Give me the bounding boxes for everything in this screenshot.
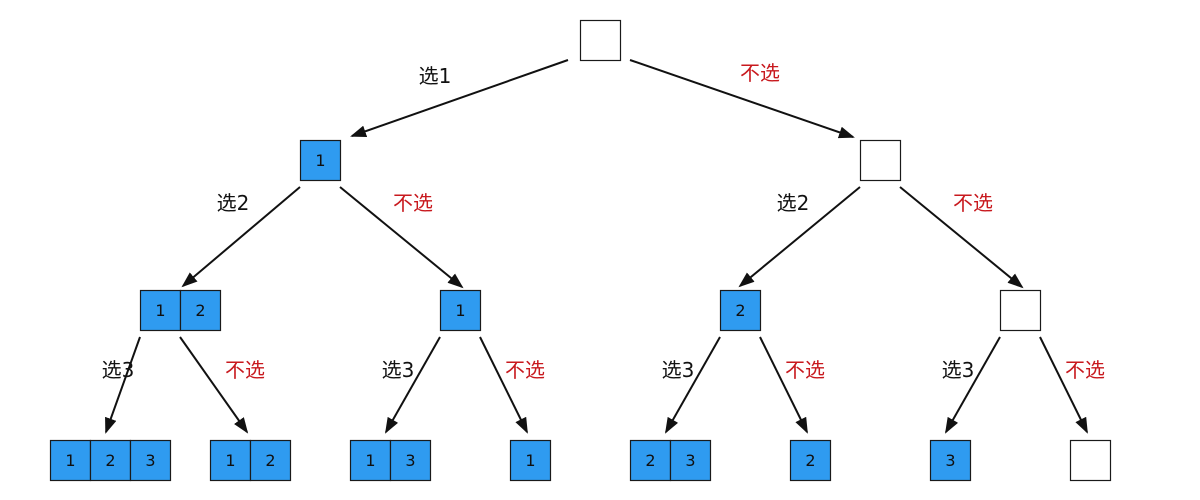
skip-label: 不选 [785,358,825,382]
cell-value: 1 [315,151,325,170]
choose-arrow [350,59,569,138]
skip-arrow [759,336,808,434]
skip-arrow [339,186,464,289]
skip-label: 不选 [393,191,433,215]
filled-cell [299,139,342,182]
skip-arrow [629,59,855,139]
skip-arrow [179,336,249,434]
choose-label: 选2 [217,191,250,215]
tree-node-n2: 2 [719,289,762,332]
choose-arrow [738,186,861,288]
filled-cell [129,439,172,482]
skip-arrow [1039,336,1088,434]
filled-cell [89,439,132,482]
choose-arrow [181,186,301,288]
choose-label: 选3 [662,358,695,382]
tree-node-n1b: 1 [439,289,482,332]
cell-value: 1 [525,451,535,470]
skip-label: 不选 [953,191,993,215]
tree-node-n1: 1 [299,139,342,182]
filled-cell [209,439,252,482]
cell-value: 2 [105,451,115,470]
filled-cell [349,439,392,482]
filled-cell [509,439,552,482]
choose-arrow [105,336,141,434]
choose-label: 选1 [419,64,452,88]
choose-label: 选3 [382,358,415,382]
skip-label: 不选 [225,358,265,382]
cell-value: 1 [155,301,165,320]
filled-cell [249,439,292,482]
cell-value: 3 [945,451,955,470]
skip-arrow [899,186,1024,289]
skip-arrow [479,336,528,434]
filled-cell [719,289,762,332]
cell-value: 3 [405,451,415,470]
tree-node-n3: 3 [929,439,972,482]
filled-cell [789,439,832,482]
cell-value: 2 [735,301,745,320]
empty-cell [999,289,1042,332]
cell-value: 2 [265,451,275,470]
choose-label: 选3 [942,358,975,382]
tree-node-n0c [1069,439,1112,482]
cell-value: 2 [805,451,815,470]
tree-node-n1c: 1 [509,439,552,482]
filled-cell [389,439,432,482]
empty-cell [579,19,622,62]
tree-node-n0 [859,139,902,182]
tree-node-root [579,19,622,62]
cell-value: 1 [455,301,465,320]
cell-value: 2 [645,451,655,470]
filled-cell [179,289,222,332]
cell-value: 1 [225,451,235,470]
tree-node-n123: 1 2 3 [49,439,172,482]
tree-node-n2b: 2 [789,439,832,482]
choose-arrow [665,336,721,434]
choose-label: 选2 [777,191,810,215]
filled-cell [669,439,712,482]
tree-node-n0b [999,289,1042,332]
cell-value: 1 [65,451,75,470]
cell-value: 3 [145,451,155,470]
skip-label: 不选 [505,358,545,382]
cell-value: 2 [195,301,205,320]
empty-cell [1069,439,1112,482]
choose-arrow [385,336,441,434]
empty-cell [859,139,902,182]
skip-label: 不选 [740,61,780,85]
filled-cell [439,289,482,332]
cell-value: 3 [685,451,695,470]
filled-cell [929,439,972,482]
choose-label: 选3 [102,358,135,382]
skip-label: 不选 [1065,358,1105,382]
choose-arrow [945,336,1001,434]
cell-value: 1 [365,451,375,470]
